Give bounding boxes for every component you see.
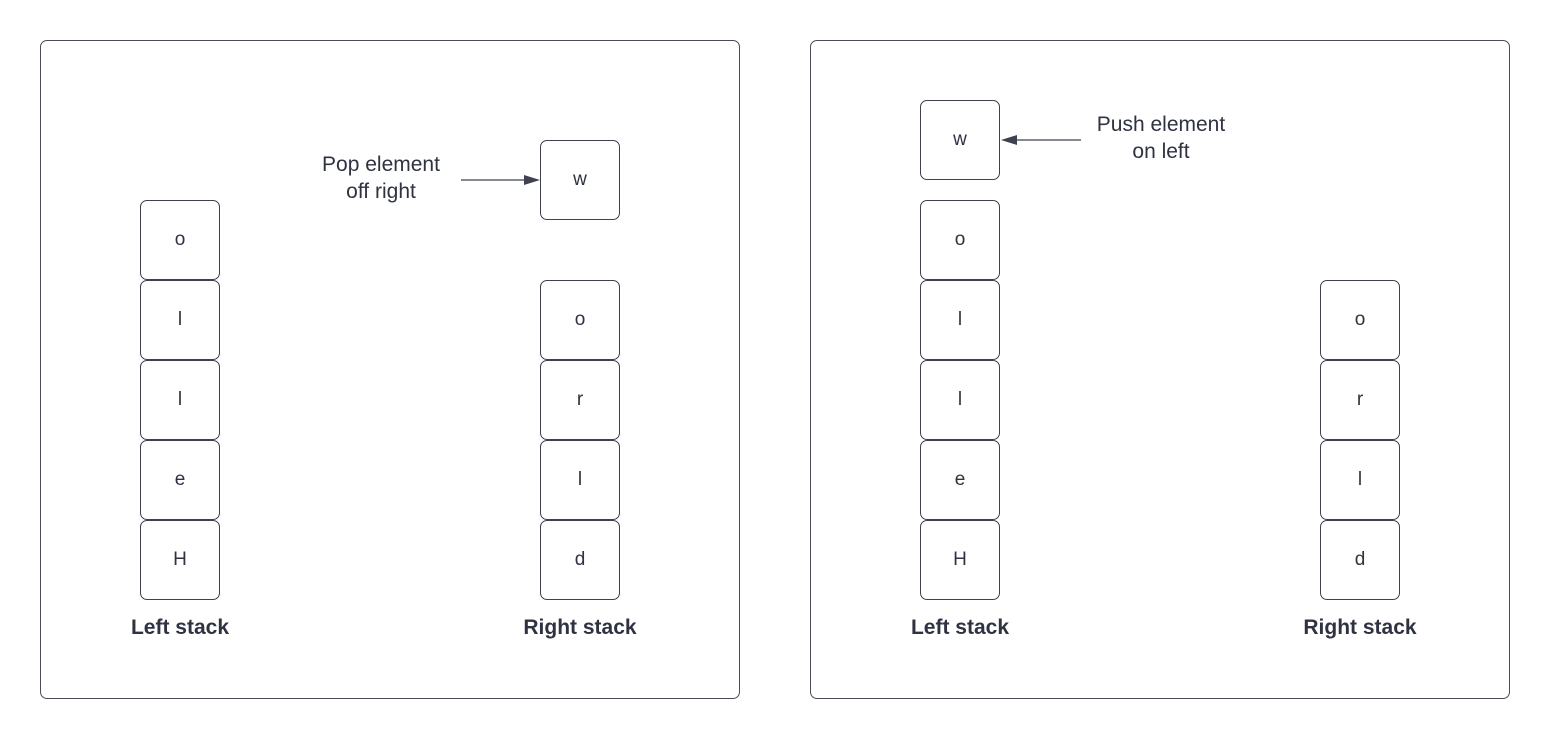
left-stack-label: Left stack — [910, 616, 1010, 639]
annotation-line: on left — [1132, 140, 1190, 163]
arrow-right-icon — [461, 175, 540, 185]
left-stack-cell: l — [920, 360, 1000, 440]
right-stack-cell: o — [540, 280, 620, 360]
left-stack-cell: l — [140, 360, 220, 440]
push-annotation: Push element on left — [1061, 111, 1261, 165]
annotation-line: Push element — [1096, 113, 1226, 136]
right-stack-cell: d — [540, 520, 620, 600]
right-stack-cell: r — [1320, 360, 1400, 440]
left-stack-cell: l — [140, 280, 220, 360]
diagram-panel-pop: o l l e H Left stack w o r l d Right sta… — [40, 40, 740, 699]
popped-element: w — [540, 140, 620, 220]
right-stack-cell: d — [1320, 520, 1400, 600]
left-stack-cell: H — [140, 520, 220, 600]
right-stack-cell: o — [1320, 280, 1400, 360]
arrow-left-icon — [1001, 135, 1081, 145]
left-stack-cell: e — [140, 440, 220, 520]
left-stack-cell: l — [920, 280, 1000, 360]
annotation-line: Pop element — [322, 153, 440, 176]
left-stack-cell: e — [920, 440, 1000, 520]
left-stack-cell: o — [920, 200, 1000, 280]
left-stack-cell: w — [920, 100, 1000, 180]
right-stack-cell: l — [1320, 440, 1400, 520]
right-stack-cell: r — [540, 360, 620, 440]
annotation-line: off right — [346, 180, 416, 203]
right-stack-label: Right stack — [523, 616, 637, 639]
pop-annotation: Pop element off right — [281, 151, 481, 205]
right-stack-cell: l — [540, 440, 620, 520]
left-stack-cell: o — [140, 200, 220, 280]
diagram-panel-push: w o l l e H Left stack o r l d Right sta… — [810, 40, 1510, 699]
right-stack-label: Right stack — [1303, 616, 1417, 639]
left-stack-cell: H — [920, 520, 1000, 600]
left-stack-label: Left stack — [130, 616, 230, 639]
